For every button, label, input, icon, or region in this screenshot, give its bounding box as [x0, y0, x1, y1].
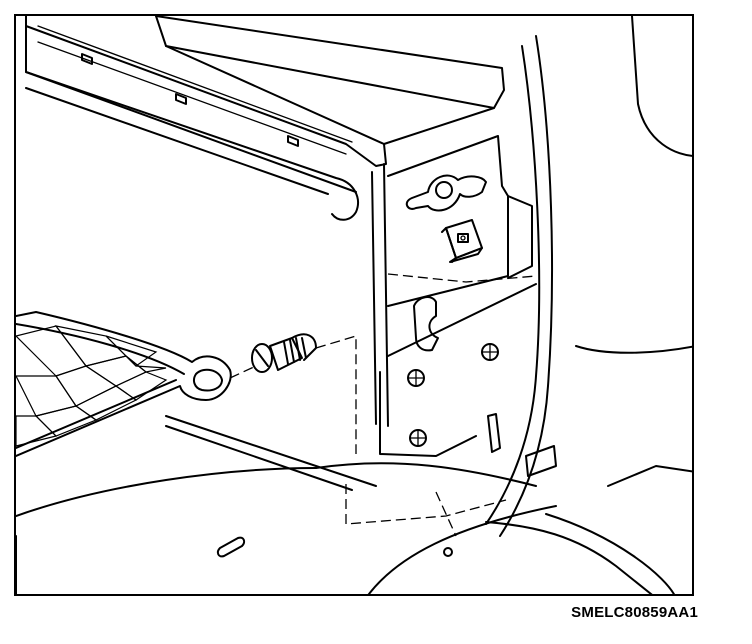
net-retaining-screw [229, 333, 357, 454]
illustration-frame [14, 14, 694, 596]
floor-clip [487, 413, 557, 477]
clip-nut [441, 219, 483, 263]
cargo-net [16, 311, 232, 457]
panel-screw-upper [481, 343, 499, 361]
storage-bin [25, 16, 505, 491]
panel-screw-lower [409, 429, 427, 447]
cargo-net-attachment-illustration [16, 16, 692, 594]
quarter-trim-panel [379, 16, 692, 537]
figure-code-label: SMELC80859AA1 [571, 604, 698, 621]
panel-screw-middle [407, 369, 425, 387]
hidden-lines [345, 273, 537, 537]
cargo-floor [16, 462, 675, 594]
